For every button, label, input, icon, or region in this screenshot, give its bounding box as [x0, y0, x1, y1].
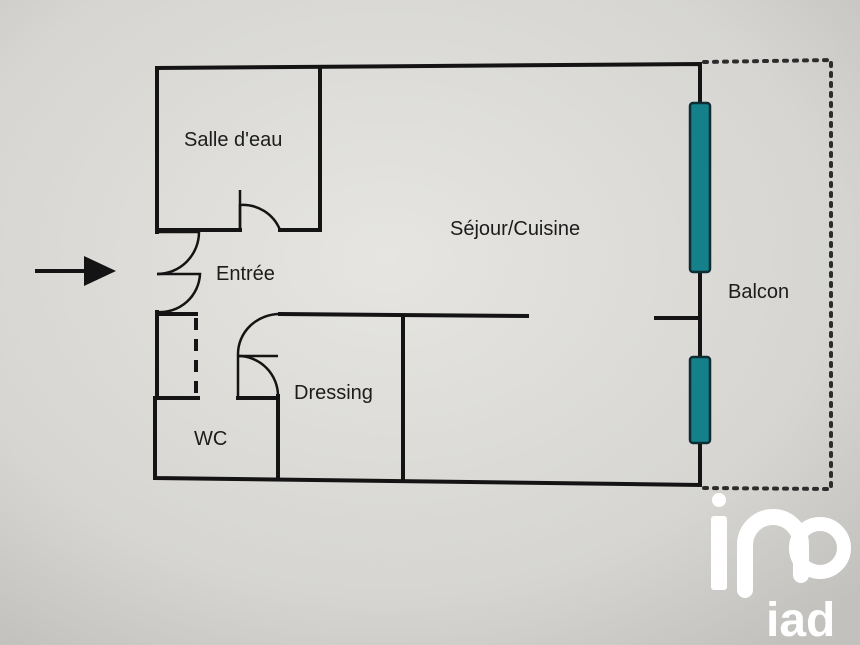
balcony-outline [702, 57, 833, 492]
wc-door-arc [237, 354, 280, 397]
doors [156, 190, 282, 397]
label-entree: Entrée [216, 263, 275, 285]
logo-wordmark: iad [766, 594, 835, 645]
logo-stem-icon [711, 516, 727, 590]
label-balcon: Balcon [728, 281, 789, 303]
label-dressing: Dressing [294, 382, 373, 404]
interior-walls [155, 311, 702, 481]
dressing-door-arc [236, 312, 281, 355]
logo-ring-icon [789, 517, 851, 579]
bathroom-walls [155, 66, 322, 232]
iad-logo: iad [711, 493, 851, 645]
window-upper [688, 101, 712, 274]
outer-walls [153, 61, 702, 488]
entry-arrow-icon [35, 256, 116, 286]
label-salle-deau: Salle d'eau [184, 129, 282, 151]
logo-dot-icon [712, 493, 726, 507]
label-sejour-cuisine: Séjour/Cuisine [450, 218, 580, 240]
window-lower [688, 355, 712, 445]
label-wc: WC [194, 428, 227, 450]
entrance-door-lower [156, 272, 202, 314]
